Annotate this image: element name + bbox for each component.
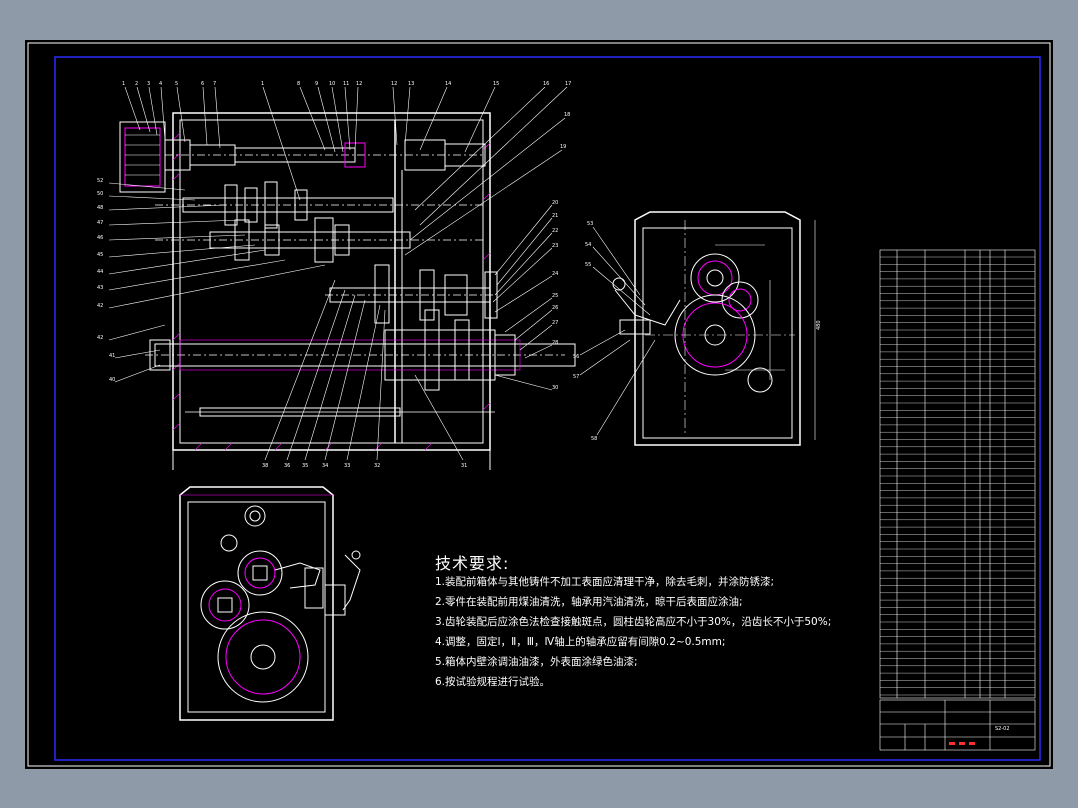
svg-text:25: 25 [552, 293, 558, 299]
svg-text:40: 40 [109, 377, 115, 383]
side-view [612, 211, 816, 446]
parts-list [879, 249, 1036, 699]
outer-frame [27, 42, 1051, 767]
requirements-title: 技术要求: [435, 554, 510, 573]
svg-text:14: 14 [445, 81, 451, 87]
svg-text:31: 31 [461, 463, 467, 469]
svg-text:26: 26 [552, 305, 558, 311]
svg-text:27: 27 [552, 320, 558, 326]
svg-text:8: 8 [297, 81, 300, 87]
svg-text:45: 45 [97, 252, 103, 258]
title-drawing-no: S2-02 [995, 726, 1010, 732]
inner-frame [54, 56, 1041, 761]
svg-text:19: 19 [560, 144, 566, 150]
svg-text:38: 38 [262, 463, 268, 469]
svg-text:24: 24 [552, 271, 558, 277]
svg-text:16: 16 [543, 81, 549, 87]
side-view-leaders [579, 226, 656, 436]
svg-text:42: 42 [97, 335, 103, 341]
svg-text:50: 50 [97, 191, 103, 197]
requirement-line: 5.箱体内壁涂调油油漆，外表面涂绿色油漆; [435, 656, 638, 668]
requirement-line: 6.按试验规程进行试验。 [435, 676, 551, 688]
svg-text:54: 54 [585, 242, 591, 248]
svg-text:21: 21 [552, 213, 558, 219]
svg-text:1: 1 [261, 81, 264, 87]
svg-text:23: 23 [552, 243, 558, 249]
svg-text:52: 52 [97, 178, 103, 184]
svg-text:480: 480 [816, 320, 822, 330]
svg-text:35: 35 [302, 463, 308, 469]
parts-list-rows [880, 256, 1035, 696]
svg-text:20: 20 [552, 200, 558, 206]
requirement-line: 2.零件在装配前用煤油清洗，轴承用汽油清洗，晾干后表面应涂油; [435, 596, 743, 608]
main-section-view [119, 112, 576, 470]
svg-text:57: 57 [573, 374, 579, 380]
svg-text:18: 18 [564, 112, 570, 118]
svg-text:15: 15 [493, 81, 499, 87]
svg-text:2: 2 [135, 81, 138, 87]
svg-text:5: 5 [175, 81, 178, 87]
title-block-accents [949, 742, 975, 745]
svg-text:13: 13 [408, 81, 414, 87]
svg-text:28: 28 [552, 340, 558, 346]
svg-text:53: 53 [587, 221, 593, 227]
svg-text:34: 34 [322, 463, 328, 469]
svg-text:33: 33 [344, 463, 350, 469]
svg-text:46: 46 [97, 235, 103, 241]
svg-text:48: 48 [97, 205, 103, 211]
svg-text:56: 56 [573, 354, 579, 360]
svg-text:11: 11 [343, 81, 349, 87]
svg-text:36: 36 [284, 463, 290, 469]
svg-text:9: 9 [315, 81, 318, 87]
svg-text:58: 58 [591, 436, 597, 442]
svg-text:12: 12 [356, 81, 362, 87]
svg-text:30: 30 [552, 385, 558, 391]
svg-text:4: 4 [159, 81, 162, 87]
svg-text:17: 17 [565, 81, 571, 87]
title-block [879, 699, 1036, 751]
svg-text:44: 44 [97, 269, 103, 275]
svg-text:7: 7 [213, 81, 216, 87]
svg-text:55: 55 [585, 262, 591, 268]
svg-text:10: 10 [329, 81, 335, 87]
svg-text:32: 32 [374, 463, 380, 469]
svg-text:43: 43 [97, 285, 103, 291]
requirement-line: 3.齿轮装配后应涂色法检查接触斑点，圆柱齿轮高应不小于30%，沿齿长不小于50%… [435, 616, 832, 628]
end-view [179, 486, 361, 721]
requirement-line: 1.装配前箱体与其他铸件不加工表面应清理干净，除去毛刺，并涂防锈漆; [435, 576, 775, 588]
svg-text:47: 47 [97, 220, 103, 226]
leader-lines-main [108, 86, 568, 461]
svg-text:42: 42 [97, 303, 103, 309]
svg-text:1: 1 [122, 81, 125, 87]
svg-text:3: 3 [147, 81, 150, 87]
svg-text:12: 12 [391, 81, 397, 87]
requirement-line: 4.调整，固定Ⅰ，Ⅱ，Ⅲ，Ⅳ轴上的轴承应留有间隙0.2~0.5mm; [435, 636, 726, 648]
svg-text:41: 41 [109, 353, 115, 359]
svg-text:6: 6 [201, 81, 204, 87]
side-view-numbers: 53 54 55 56 57 58 480 [573, 221, 822, 442]
svg-text:22: 22 [552, 228, 558, 234]
